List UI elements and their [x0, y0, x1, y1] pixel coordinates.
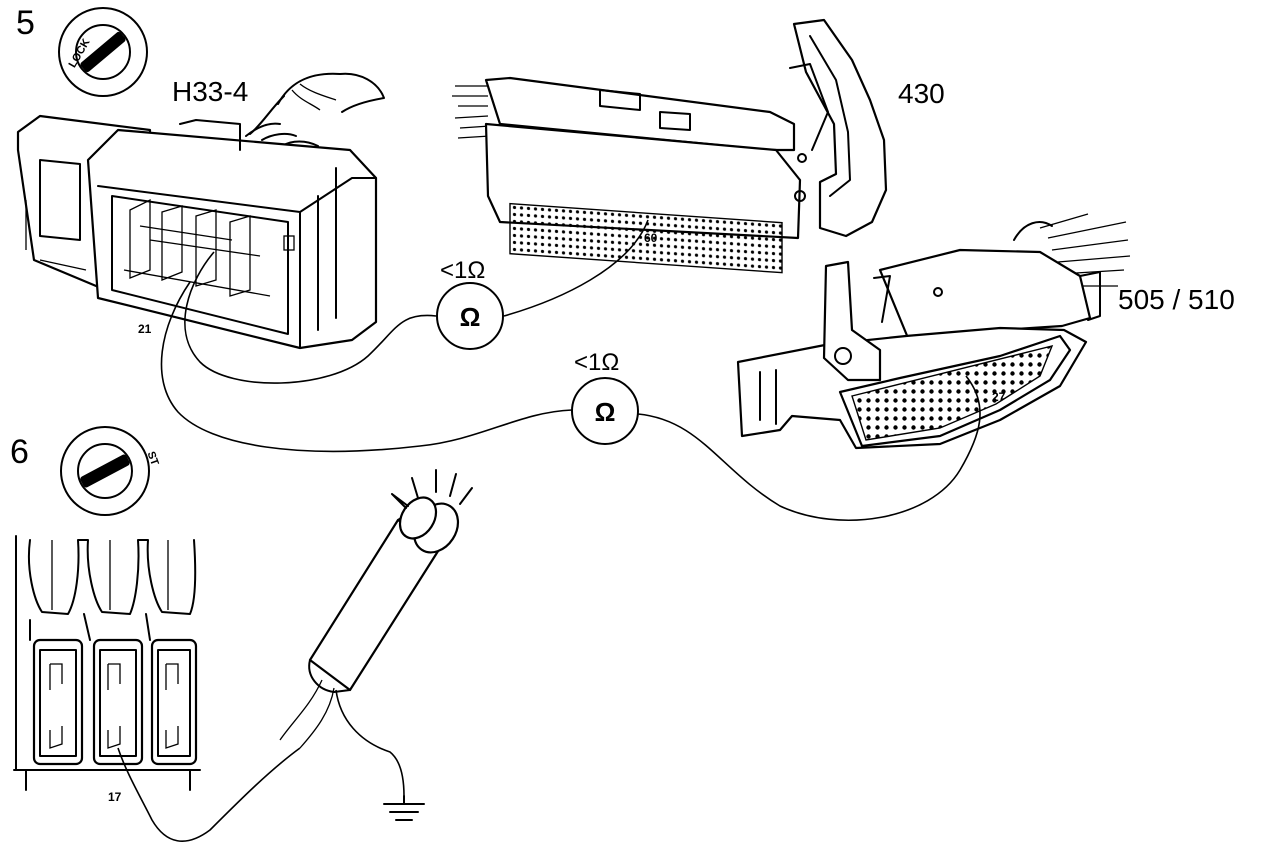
ecu-505-510-pin-label: 27 — [992, 390, 1006, 404]
ecu-430-label: 430 — [898, 78, 945, 109]
step-5-number: 5 — [16, 4, 35, 42]
h33-connector — [16, 114, 378, 350]
ecu-505-510-connector — [736, 213, 1131, 450]
test-lamp-icon — [279, 469, 473, 749]
ignition-start-icon: ST — [60, 426, 161, 516]
step-6-number: 6 — [10, 433, 29, 471]
ignition-lock-icon: LOCK — [58, 7, 148, 97]
ecu-430-pin-label: 60 — [644, 231, 658, 245]
ecu-505-510-label: 505 / 510 — [1118, 284, 1235, 315]
h33-label: H33-4 — [172, 76, 248, 107]
test-lead-h33-to-430 — [184, 219, 649, 384]
ecu-430-connector — [452, 18, 888, 274]
key-start-label: ST — [145, 450, 161, 468]
meter-1-reading: <1Ω — [440, 257, 485, 284]
ground-icon — [383, 795, 425, 821]
hand-icon — [245, 72, 385, 157]
test-lamp-lead-to-ground — [335, 689, 405, 797]
fuse-box — [13, 535, 201, 791]
fuse-pin-label: 17 — [108, 790, 122, 804]
ohm-symbol-2: Ω — [595, 397, 616, 427]
h33-pin-label: 21 — [138, 322, 152, 336]
ohmmeter-2: Ω — [571, 377, 639, 445]
ohm-symbol-1: Ω — [460, 302, 481, 332]
meter-2-reading: <1Ω — [574, 349, 619, 376]
test-lead-h33-to-505 — [160, 281, 981, 522]
ohmmeter-1: Ω — [436, 282, 504, 350]
test-lamp-lead-to-fuse — [117, 747, 301, 842]
